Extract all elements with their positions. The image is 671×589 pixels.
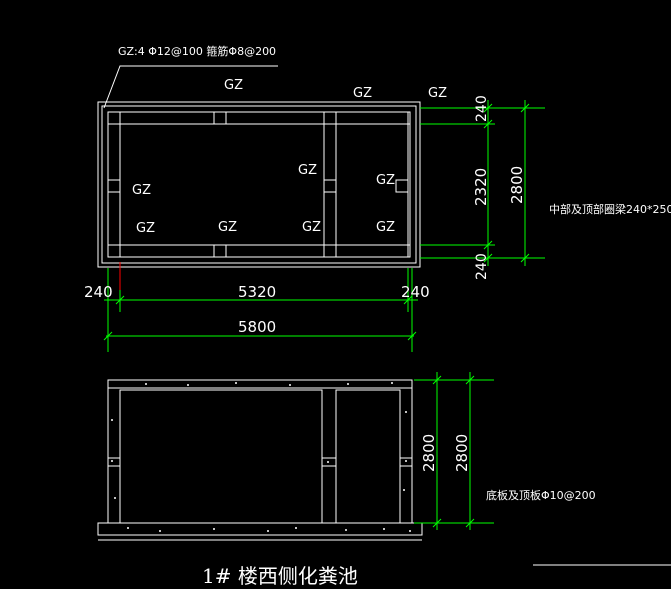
plan-horizontal-dimensions (103, 268, 418, 352)
gz-label-partition-upper: GZ (298, 163, 317, 178)
gz-label-partition-lower: GZ (302, 220, 321, 235)
gz-mark-top-middle (213, 111, 227, 125)
plan-outer-outline (97, 101, 421, 268)
section-outer-outline (107, 379, 413, 524)
dim-bottom-wall: 240 (474, 253, 490, 280)
gz-label-right-lower: GZ (376, 220, 395, 235)
dim-clear-span: 5320 (238, 283, 276, 301)
plan-vertical-dimensions (420, 100, 545, 266)
gz-label-right-upper: GZ (376, 173, 395, 188)
section-hatching (111, 382, 411, 532)
gz-label-center-bottom: GZ (218, 220, 237, 235)
section-view (97, 379, 423, 541)
gz-label-left-middle: GZ (132, 183, 151, 198)
dim-overall-depth: 2800 (508, 166, 526, 204)
dim-clear-depth: 2320 (472, 168, 490, 206)
gz-label-left-bottom: GZ (136, 221, 155, 236)
plan-wall-outer (101, 105, 417, 264)
gz-mark-right-middle (395, 179, 409, 193)
gz-mark-bottom-middle (213, 244, 227, 258)
dim-overall-width: 5800 (238, 318, 276, 336)
dim-section-height-outer: 2800 (453, 434, 471, 472)
ring-beam-note: 中部及顶部圈梁240*250,4+ (549, 202, 671, 216)
dim-left-wall: 240 (84, 283, 113, 301)
section-chamber-left (119, 389, 323, 524)
drawing-title: 1# 楼西侧化粪池 (202, 564, 358, 588)
section-base-slab (97, 522, 423, 536)
slab-reinforcement-note: 底板及顶板Φ10@200 (486, 488, 596, 502)
gz-mark-partition-middle (323, 179, 337, 193)
gz-label-top-right-outer: GZ (428, 86, 447, 101)
section-chamber-right (335, 389, 401, 524)
plan-gz-labels: GZ GZ GZ GZ GZ GZ GZ GZ GZ GZ (132, 78, 447, 236)
gz-label-top-right-inner: GZ (353, 86, 372, 101)
plan-view (97, 65, 421, 268)
rebar-note: GZ:4 Φ12@100 箍筋Φ8@200 (118, 44, 276, 58)
dim-right-wall: 240 (401, 283, 430, 301)
dim-top-wall: 240 (474, 95, 490, 122)
section-dimensions (414, 372, 494, 530)
dim-section-height-inner: 2800 (420, 434, 438, 472)
gz-mark-left-middle (107, 179, 121, 193)
rebar-note-leader (103, 65, 278, 109)
gz-label-top-middle: GZ (224, 78, 243, 93)
